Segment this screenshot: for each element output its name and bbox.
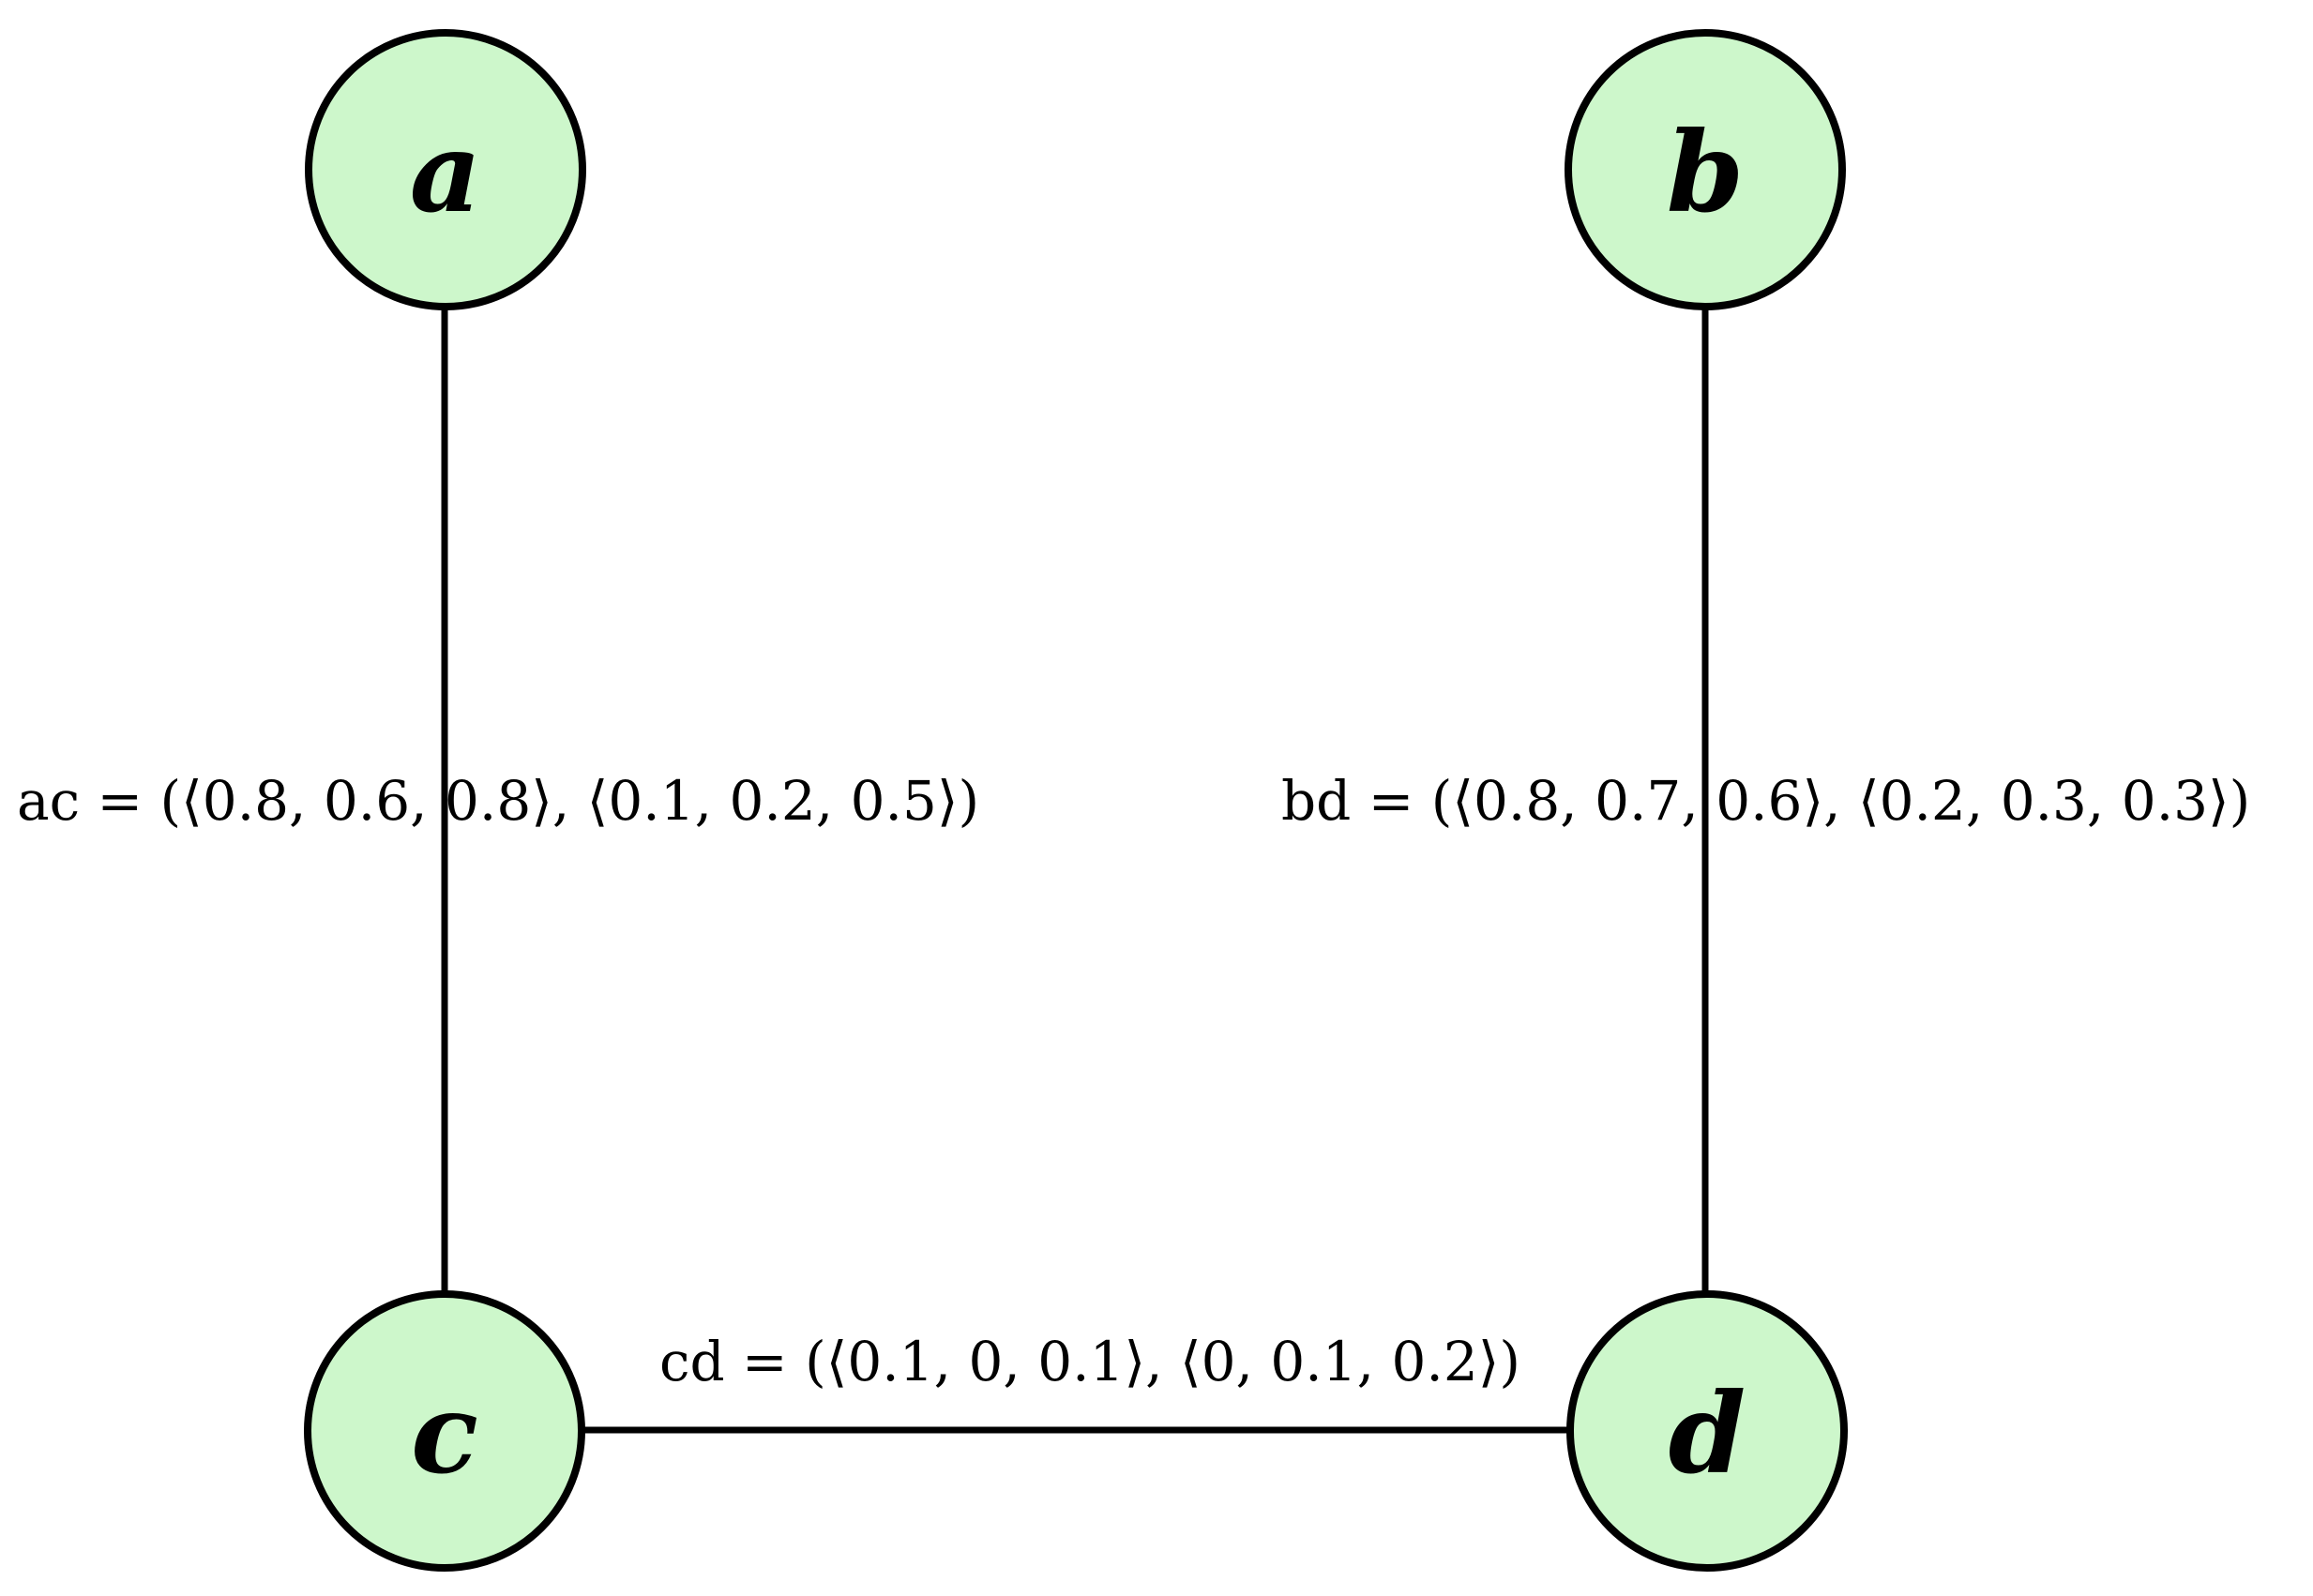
node-c-circle (304, 1290, 585, 1572)
edge-label-bd: bd = (⟨0.8, 0.7, 0.6⟩, ⟨0.2, 0.3, 0.3⟩) (1281, 769, 2250, 833)
edge-label-ac: ac = (⟨0.8, 0.6, 0.8⟩, ⟨0.1, 0.2, 0.5⟩) (17, 769, 979, 833)
node-d-label: d (1669, 1368, 1746, 1498)
node-b-label: b (1667, 107, 1745, 237)
node-d-circle (1566, 1290, 1848, 1572)
node-b-circle (1565, 29, 1846, 310)
node-a-label: a (410, 107, 481, 237)
edge-label-cd: cd = (⟨0.1, 0, 0.1⟩, ⟨0, 0.1, 0.2⟩) (659, 1330, 1520, 1393)
node-c-label: c (411, 1368, 478, 1498)
node-a-circle (305, 29, 586, 310)
